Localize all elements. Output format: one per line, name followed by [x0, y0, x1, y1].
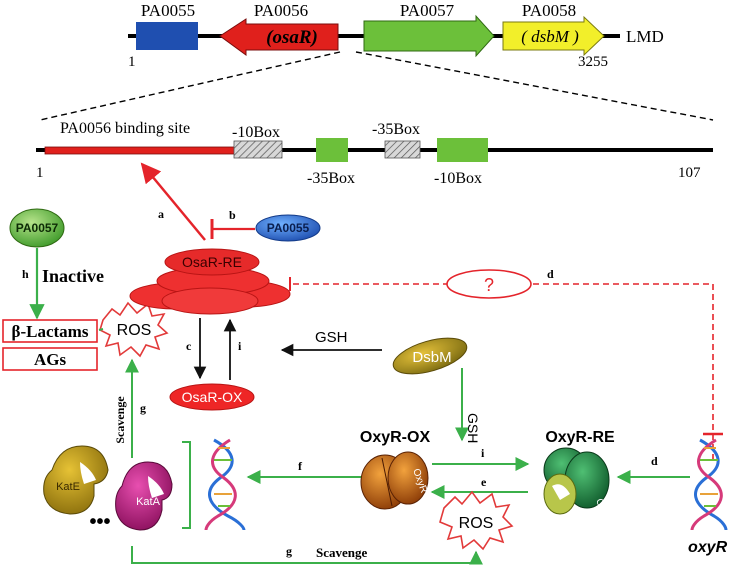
locus-pa0058: PA0058: [522, 1, 576, 20]
letter-a: a: [158, 207, 164, 221]
letter-f: f: [298, 459, 303, 473]
zoom-line-right: [355, 51, 714, 121]
locus-pa0057: PA0057: [400, 1, 455, 20]
gsh-down-label: GSH: [465, 413, 481, 443]
gene-map: PA0055 PA0056 (osaR) PA0057 PA0058 ( dsb…: [128, 1, 664, 70]
beta-lactams-label: β-Lactams: [12, 322, 89, 341]
oxyr-re-protein: [543, 447, 610, 515]
zoom-line-left: [39, 51, 341, 121]
oxyr-ox-protein: [360, 451, 429, 510]
kate-notch: [80, 462, 96, 484]
ros-lower-label: ROS: [459, 515, 494, 532]
inactive-label: Inactive: [42, 266, 104, 286]
promoter-map: PA0056 binding site -10Box -35Box -35Box…: [36, 120, 713, 187]
kata-protein: [115, 461, 173, 531]
ros-burst-lower: [439, 490, 514, 551]
box-minus10-right: [437, 138, 488, 162]
box-minus35-right: [384, 140, 421, 159]
pa0055-protein: [255, 214, 321, 242]
gene-pa0056: [219, 18, 339, 56]
gene-pa0055: [136, 22, 198, 50]
promoter-end: 107: [678, 165, 701, 181]
edge-a-binding: [140, 162, 206, 241]
label-minus10-top: -10Box: [232, 124, 280, 141]
gene-name-osar: (osaR): [266, 27, 318, 48]
kate-label: KatE: [56, 481, 80, 493]
oxyr-re-title: OxyR-RE: [545, 429, 615, 446]
oxyr-re-sublabel: OxyR: [593, 497, 612, 524]
scavenge-bottom-label: Scavenge: [316, 545, 368, 560]
osar-ox-label: OsaR-OX: [182, 389, 243, 405]
letter-h: h: [22, 267, 29, 281]
genome-end: 3255: [578, 54, 608, 70]
kate-protein: [43, 445, 109, 515]
box-minus10-left: [233, 140, 283, 159]
gene-pa0058: [502, 15, 605, 57]
ags-box: [2, 347, 98, 371]
enzyme-bracket: [182, 441, 191, 529]
locus-pa0055: PA0055: [141, 1, 195, 20]
letter-d-top: d: [547, 267, 554, 281]
dna-helix-oxyr: [690, 438, 728, 531]
label-minus35-bottom: -35Box: [307, 170, 355, 187]
beta-lactams-box: [2, 319, 98, 343]
box-minus35-left: [316, 138, 348, 162]
question-label: ?: [484, 275, 494, 295]
locus-pa0056: PA0056: [254, 1, 308, 20]
oxyr-gene-label: oxyR: [688, 539, 728, 556]
pa0057-label: PA0057: [16, 221, 59, 235]
letter-c: c: [186, 339, 192, 353]
dsbm-label: DsbM: [412, 349, 451, 366]
gene-name-dsbm: ( dsbM ): [521, 27, 579, 46]
more-enzymes-dots: •••: [89, 511, 110, 533]
kata-notch: [148, 476, 164, 498]
promoter-start: 1: [36, 165, 44, 181]
pa0055-label: PA0055: [267, 221, 310, 235]
letter-g-bottom: g: [286, 544, 292, 558]
osar-ox-protein: [169, 383, 255, 411]
question-oval: [446, 269, 532, 299]
binding-site-bar: [44, 146, 261, 155]
letter-i-left: i: [238, 339, 242, 353]
letter-e: e: [481, 475, 487, 489]
binding-site-label: PA0056 binding site: [60, 120, 190, 137]
osar-re-cluster: [129, 248, 291, 315]
label-minus10-bottom: -10Box: [434, 170, 482, 187]
ros-to-antibiotics: [98, 328, 104, 331]
genome-start: 1: [128, 54, 136, 70]
ros-burst-upper: [99, 301, 169, 358]
osar-re-label: OsaR-RE: [182, 254, 242, 270]
gsh-left-label: GSH: [315, 329, 348, 346]
letter-i-mid: i: [481, 446, 485, 460]
dna-helix-left: [204, 438, 246, 531]
letter-g-left: g: [140, 401, 146, 415]
edge-d-top: [290, 283, 714, 460]
kata-label: KatA: [136, 496, 161, 508]
label-minus35-top: -35Box: [372, 121, 420, 138]
letter-d-right: d: [651, 454, 658, 468]
letter-b: b: [229, 208, 236, 222]
pa0057-protein: [9, 208, 65, 248]
edge-g-bottom: [131, 546, 483, 565]
oxyr-ox-title: OxyR-OX: [360, 429, 431, 446]
scavenge-vertical-label: Scavenge: [113, 396, 127, 444]
dsbm-protein: [392, 337, 468, 375]
strain-label: LMD: [626, 27, 664, 46]
gene-pa0057: [363, 14, 495, 58]
ags-label: AGs: [34, 350, 67, 369]
ros-upper-label: ROS: [117, 322, 152, 339]
